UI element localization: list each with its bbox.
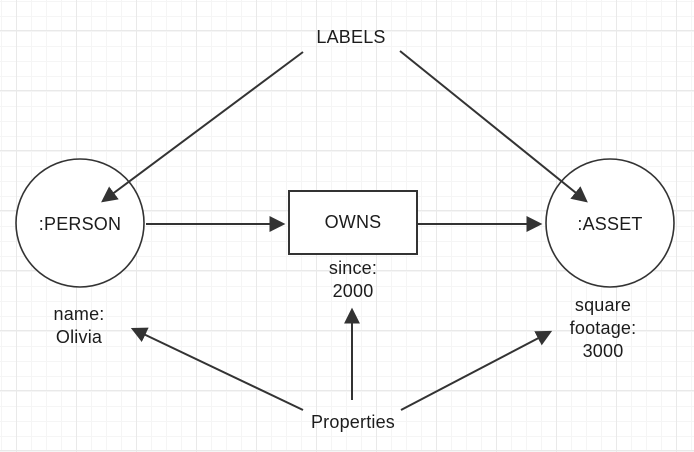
asset-node-label: :ASSET (577, 214, 643, 234)
person-node-label: :PERSON (38, 214, 122, 234)
name-property-text: name: Olivia (53, 304, 105, 347)
owns-relationship-box (288, 190, 418, 255)
properties-title: Properties (310, 412, 396, 432)
arrow-properties-to-name (130, 327, 304, 411)
arrow-labels-to-asset (399, 50, 588, 203)
owns-relationship-label: OWNS (324, 212, 382, 232)
since-property-text: since: 2000 (328, 258, 378, 301)
footage-property-text: square footage: 3000 (569, 295, 637, 361)
arrow-labels-to-person (101, 51, 304, 203)
arrow-properties-to-footage (400, 330, 553, 411)
labels-title: LABELS (316, 27, 386, 47)
